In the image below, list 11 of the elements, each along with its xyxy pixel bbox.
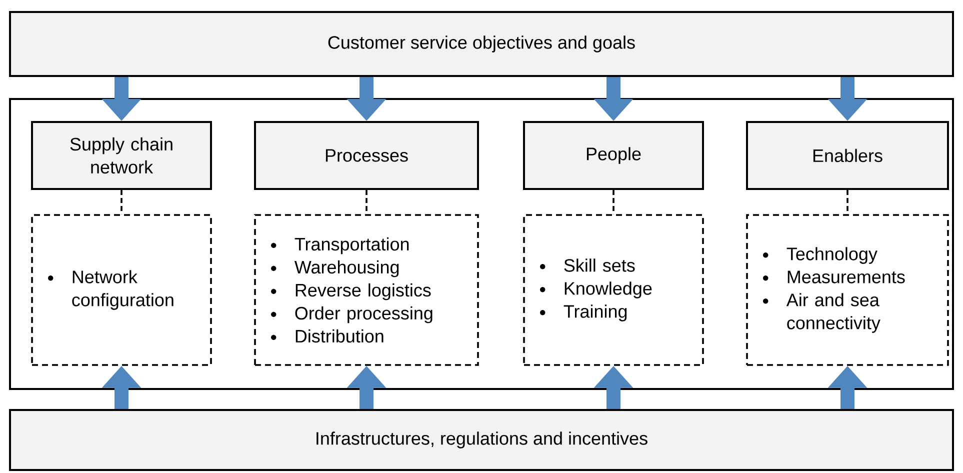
banner-box: Infrastructures, regulations and incentives — [9, 409, 954, 471]
frame-box — [9, 98, 954, 390]
bullet-list-box: Transportation Warehousing Reverse logistics Order processing Distribution — [254, 214, 479, 366]
category-box: Enablers — [746, 121, 949, 190]
bullet-list-box: Skill sets Knowledge Training — [523, 214, 704, 366]
bullet-list-box: Network configuration — [31, 214, 212, 366]
banner-box: Customer service objectives and goals — [9, 11, 954, 77]
category-box: People — [523, 121, 704, 190]
category-box: Processes — [254, 121, 479, 190]
category-box: Supply chain network — [31, 121, 212, 190]
bullet-list-box: Technology Measurements Air and sea connectivity — [746, 214, 949, 366]
